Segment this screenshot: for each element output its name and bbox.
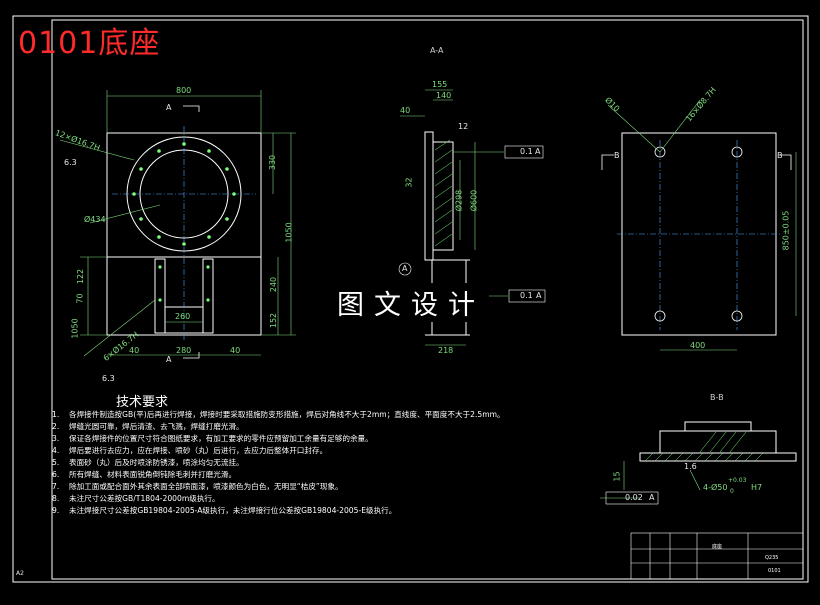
note-item: 7.除加工面或配合面外其余表面全部喷面漆，喷漆颜色为白色，无明显“桔皮”现象。 <box>52 482 343 491</box>
tol-perp: 0.1 <box>520 291 533 300</box>
right-width: 400 <box>690 341 706 350</box>
note-item: 6.所有焊缝、材料表面锐角倒钝除毛刺并打磨光滑。 <box>52 470 237 479</box>
view-b-label-left: B <box>614 151 620 160</box>
bb-parallel: 0.02 <box>625 493 643 502</box>
outer-border <box>12 15 809 583</box>
bb-fit: H7 <box>751 483 763 492</box>
note-item: 9.未注焊接尺寸公差按GB19804-2005-A级执行，未注焊接行位公差按GB… <box>52 506 397 515</box>
dim-dia: Ø434 <box>84 215 106 224</box>
front-dimensions <box>59 90 296 357</box>
title-block-material: Q235 <box>765 555 779 561</box>
dim-b-40b: 40 <box>230 346 241 355</box>
title-block-name: 底座 <box>712 544 723 550</box>
notes-list: 1.各焊接件制造按GB(平)后再进行焊接，焊接时要采取措施防变形措施，焊后对角线… <box>52 409 505 517</box>
dim-height-total: 1050 <box>284 222 294 243</box>
right-holes <box>654 146 743 322</box>
aa-155: 155 <box>432 80 448 89</box>
bb-parallel-datum: A <box>649 493 655 502</box>
view-b-marker <box>601 154 792 170</box>
watermark: 图文设计 <box>333 283 489 322</box>
datum-a-circle <box>398 262 412 276</box>
view-b-label-right: B <box>777 151 783 160</box>
rough-b: 6.3 <box>102 374 115 383</box>
drawing-title: 0101底座 <box>18 26 161 61</box>
dim-b-280: 280 <box>176 346 192 355</box>
note-item: 2.焊缝光圆可靠，焊后清渣、去飞溅，焊缝打磨光滑。 <box>52 422 244 431</box>
view-a-marker <box>183 105 200 359</box>
rough-a: 6.3 <box>64 158 77 167</box>
bb-hatch <box>644 431 764 462</box>
ring-bolt-holes <box>132 142 236 246</box>
bb-tol-up: +0.03 <box>728 477 747 484</box>
aa-plate <box>424 131 434 261</box>
note-item: 4.焊后要进行去应力，应在焊接、喷砂（丸）后进行，去应力后整体开口封存。 <box>52 446 328 455</box>
bb-rough: 1.6 <box>684 462 697 471</box>
title-block <box>630 532 804 580</box>
notes-title: 技术要求 <box>116 395 169 410</box>
dim-b-260: 260 <box>175 312 191 321</box>
tol-perp-datum: A <box>536 291 542 300</box>
right-rib <box>202 258 214 334</box>
bb-hole: 4-Ø50 <box>703 483 728 492</box>
section-bb <box>639 421 797 462</box>
aa-40: 40 <box>400 106 411 115</box>
aa-flange <box>432 141 454 251</box>
note-item: 8.未注尺寸公差按GB/T1804-2000m级执行。 <box>52 494 220 503</box>
perp-frame <box>508 289 546 303</box>
aa-298: Ø298 <box>454 189 464 212</box>
aa-rough: 12 <box>458 122 469 131</box>
view-a-label-top: A <box>166 103 172 112</box>
dim-left-70: 70 <box>75 293 85 304</box>
dim-lower-240: 240 <box>269 276 279 293</box>
dim-left-122: 122 <box>76 268 86 285</box>
aa-hatch <box>434 139 453 247</box>
view-a-label-bottom: A <box>166 355 172 364</box>
tol-flat-datum: A <box>535 147 541 156</box>
bb-dimensions <box>600 461 701 499</box>
right-height: 850±0.05 <box>781 210 791 251</box>
section-aa <box>424 131 470 336</box>
dim-top-width: 800 <box>176 86 192 95</box>
dim-lower-152: 152 <box>269 312 279 329</box>
tol-flat: 0.1 <box>520 147 533 156</box>
note-item: 5.表面砂（丸）后及时喷涂防锈漆，喷涂均匀无流挂。 <box>52 458 244 467</box>
aa-dimensions <box>400 89 508 346</box>
title-block-number: 0101 <box>768 568 781 574</box>
section-bb-title: B-B <box>710 393 724 402</box>
dim-left-1050: 1050 <box>70 318 80 339</box>
dim-circle-r: 330 <box>268 154 278 171</box>
section-aa-title: A-A <box>430 46 444 55</box>
right-centerlines <box>617 140 781 330</box>
left-rib <box>154 258 166 334</box>
lower-holes <box>158 265 210 302</box>
aa-600: Ø600 <box>469 189 479 212</box>
flatness-frame <box>504 145 544 159</box>
inner-border <box>51 19 804 580</box>
note-item: 3.保证各焊接件的位置尺寸符合图纸要求，有加工要求的零件应预留加工余量有足够的余… <box>52 434 373 443</box>
front-centerlines <box>112 126 256 340</box>
corner-mark: A2 <box>16 570 24 577</box>
bb-15: 15 <box>612 471 622 482</box>
aa-32: 32 <box>404 177 414 188</box>
right-dimensions <box>607 99 797 351</box>
datum-a-label: A <box>402 264 408 273</box>
dim-b-40a: 40 <box>129 346 140 355</box>
aa-140: 140 <box>436 91 452 100</box>
aa-218: 218 <box>438 346 454 355</box>
note-item: 1.各焊接件制造按GB(平)后再进行焊接，焊接时要采取措施防变形措施，焊后对角线… <box>52 410 505 419</box>
bb-tol-lo: 0 <box>730 488 734 495</box>
parallel-frame <box>605 491 659 505</box>
